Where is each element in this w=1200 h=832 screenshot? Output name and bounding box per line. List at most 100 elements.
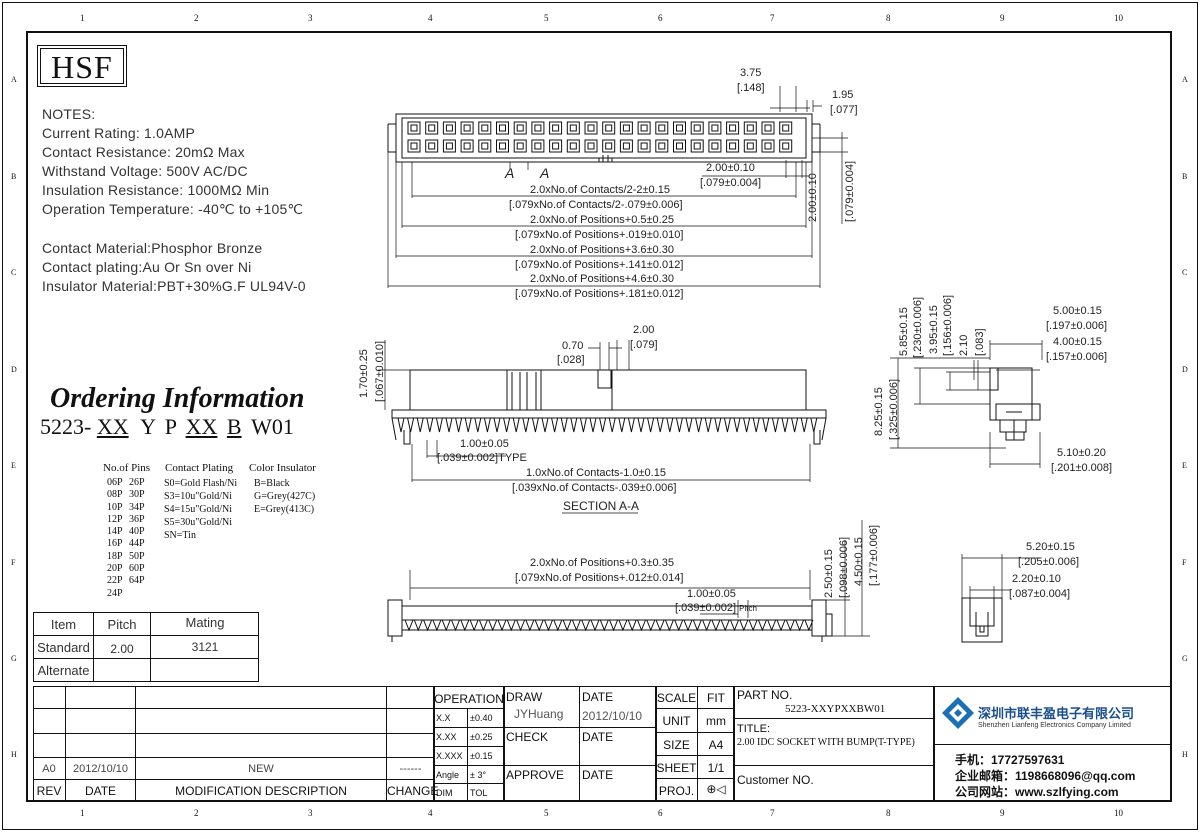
bottom-contact-tooth <box>730 619 739 632</box>
contact-cavity <box>761 139 775 153</box>
section-contact-tooth <box>589 417 597 433</box>
material-line: Insulator Material:PBT+30%G.F UL94V-0 <box>42 278 306 294</box>
dim-side-e: 5.00±0.15 <box>1053 305 1102 317</box>
tolerance-label: X.XXX <box>436 751 463 761</box>
dim-top-d1-inch: [.148] <box>737 82 765 94</box>
section-contact-tooth <box>685 417 693 433</box>
section-marker-a2: A <box>540 165 550 181</box>
contact-cavity <box>407 139 421 153</box>
grid-column-label: 2 <box>194 13 199 23</box>
contact-slot <box>552 124 560 132</box>
pin-option: 34P <box>129 501 145 513</box>
grid-column-label: 1 <box>80 13 85 23</box>
part-no-value: 5223-XXYPXXBW01 <box>785 703 886 715</box>
dim-bot-l1-inch: [.079xNo.of Positions+.012±0.014] <box>515 572 684 584</box>
section-contact-tooth <box>551 417 559 433</box>
tolerance-value: ± 3° <box>470 770 487 780</box>
dim-top-d2: 1.95 <box>832 89 854 101</box>
grid-row-label: C <box>11 268 17 277</box>
note-line: Contact Resistance: 20mΩ Max <box>42 144 245 160</box>
section-label: SECTION A-A <box>563 499 640 513</box>
contact-slot <box>410 142 418 150</box>
drawing-border <box>26 31 1172 802</box>
contact-cavity <box>584 121 598 135</box>
contact-slot <box>764 142 772 150</box>
contact-slot <box>693 124 701 132</box>
bottom-contact-tooth <box>432 619 442 632</box>
bottom-contact-tooth <box>506 619 516 632</box>
contact-cavity <box>619 121 633 135</box>
section-contact-tooth <box>426 417 434 433</box>
grid-row-label: G <box>1182 654 1188 663</box>
grid-column-label: 10 <box>1114 13 1123 23</box>
section-contact-tooth <box>800 417 808 433</box>
approve-label: APPROVE <box>506 768 565 782</box>
contact-cavity <box>566 139 580 153</box>
dim-sec-w2-inch: [.079] <box>630 339 658 351</box>
contact-slot <box>587 124 595 132</box>
mating-table: Item Pitch Mating Standard 2.00 3121 Alt… <box>33 612 259 682</box>
pin-option: 18P <box>107 550 123 562</box>
bottom-contact-tooth <box>711 619 721 632</box>
section-contact-tooth <box>599 417 607 433</box>
company-name-cn: 深圳市联丰盈电子有限公司 <box>978 706 1135 721</box>
contact-slot <box>445 124 453 132</box>
contact-slot <box>499 124 506 132</box>
end-view <box>961 597 1003 643</box>
contact-slot <box>711 142 719 150</box>
contact-slot <box>569 124 577 132</box>
rev-change-value: ------ <box>399 763 422 775</box>
dim-sec-w2: 2.00 <box>633 324 655 336</box>
code-p: P <box>164 414 177 439</box>
grid-row-label: G <box>11 654 17 663</box>
grid-row-label: A <box>11 75 17 84</box>
scale-label: SCALE <box>656 691 697 705</box>
contact-slot <box>658 124 666 132</box>
side-view <box>989 367 1041 441</box>
grid-row-label: H <box>1182 750 1188 759</box>
ordering-title: Ordering Information <box>50 383 305 414</box>
sheet-label: SHEET <box>656 761 697 775</box>
sheet-value: 1/1 <box>707 761 725 775</box>
modification-header: MODIFICATION DESCRIPTION <box>175 784 347 798</box>
mating-header-mating: Mating <box>185 615 225 630</box>
pin-option: 08P <box>107 489 123 501</box>
dim-top-d3: 2.00±0.10 <box>706 162 755 174</box>
contact-cavity <box>478 121 492 135</box>
unit-label: UNIT <box>662 714 691 728</box>
top-view-contacts <box>407 121 793 153</box>
contact-cavity <box>602 121 616 135</box>
bottom-contact-tooth <box>646 619 656 632</box>
contact-slot <box>463 124 471 132</box>
bottom-contact-tooth <box>795 619 805 632</box>
section-contact-tooth <box>464 417 472 433</box>
grid-row-label: F <box>11 558 16 567</box>
mating-header-item: Item <box>50 617 77 632</box>
drawing-title: 2.00 IDC SOCKET WITH BUMP(T-TYPE) <box>737 737 915 748</box>
grid-column-label: 3 <box>308 13 313 23</box>
dim-end-a: 5.20±0.15 <box>1026 541 1075 553</box>
contact-cavity <box>531 121 545 135</box>
dim-bot-pitch: Pitch <box>739 604 757 613</box>
dim-side-f: 4.00±0.15 <box>1053 336 1102 348</box>
note-line: Current Rating: 1.0AMP <box>42 125 196 141</box>
grid-row-label: E <box>1182 461 1187 470</box>
bottom-contact-tooth <box>785 619 795 632</box>
section-contacts <box>397 417 818 433</box>
tolerance-label: Angle <box>436 770 460 780</box>
title-label: TITLE: <box>737 723 771 735</box>
material-line: Contact plating:Au Or Sn over Ni <box>42 259 252 275</box>
bottom-contact-tooth <box>683 619 693 632</box>
contact-cavity <box>425 121 439 135</box>
bottom-contact-tooth <box>590 619 600 632</box>
side-dimension-lines <box>890 340 1043 468</box>
bottom-contact-tooth <box>571 619 581 632</box>
dim-top-d1: 3.75 <box>740 67 762 79</box>
dim-top-d3-inch: [.079±0.004] <box>700 177 762 189</box>
dim-bot-l1: 2.0xNo.of Positions+0.3±0.35 <box>530 557 674 569</box>
customer-no-label: Customer NO. <box>737 773 814 787</box>
plating-option: S0=Gold Flash/Ni <box>164 478 238 489</box>
grid-column-label: 5 <box>544 808 549 818</box>
